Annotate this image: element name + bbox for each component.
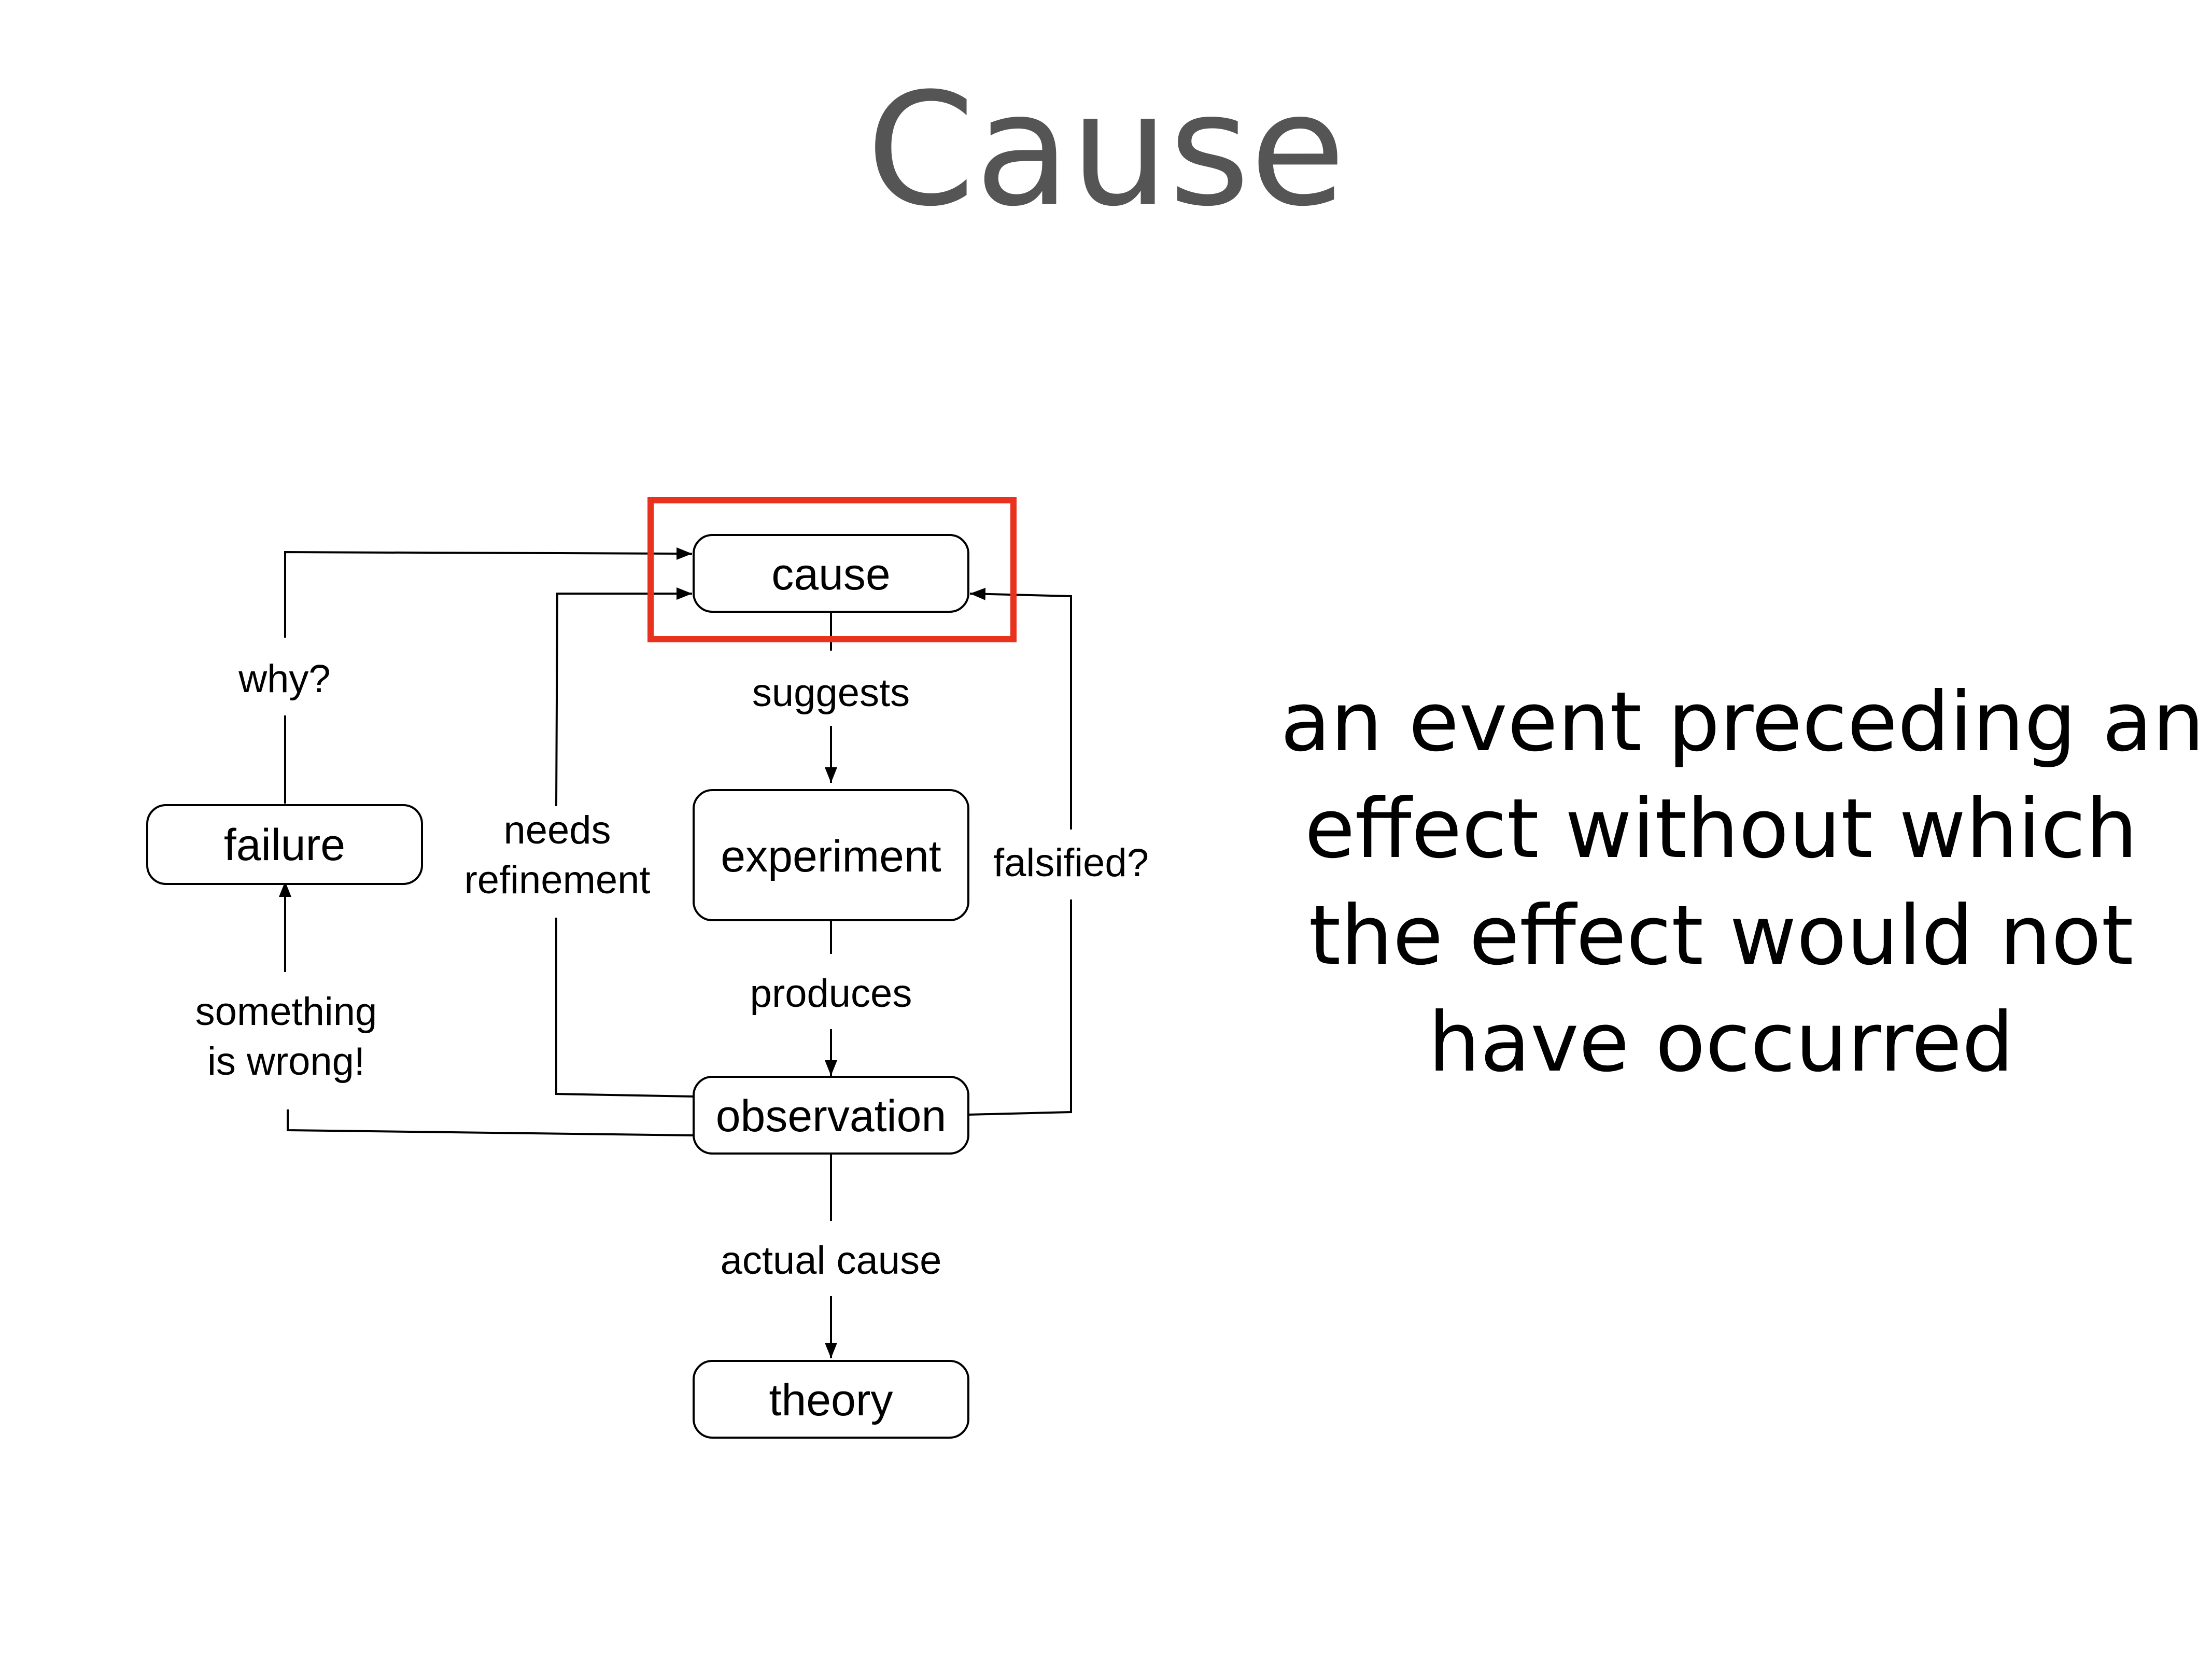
- node-observation-box: [693, 1076, 969, 1155]
- definition-text: an event preceding an effect without whi…: [1280, 669, 2205, 1096]
- edge-refinement-line-top: [555, 587, 692, 807]
- edge-why-line-top: [284, 547, 693, 638]
- node-cause-box: [693, 534, 969, 613]
- node-failure-label: failure: [224, 820, 345, 870]
- node-theory-box: [693, 1360, 969, 1439]
- node-theory-label: theory: [769, 1375, 893, 1425]
- edge-label-produces: produces: [750, 972, 912, 1016]
- edge-label-something: something: [195, 990, 377, 1034]
- node-experiment-box: [693, 789, 969, 921]
- edge-label-is-wrong: is wrong!: [207, 1039, 365, 1084]
- edge-label-falsified: falsified?: [993, 841, 1149, 885]
- edge-label-needs: needs: [503, 808, 611, 852]
- edge-label-actual-cause: actual cause: [721, 1239, 942, 1283]
- edge-label-refinement: refinement: [464, 858, 650, 902]
- edge-refinement-line-bottom: [555, 918, 694, 1098]
- nodes: [146, 534, 969, 1439]
- edge-falsified-line-top: [969, 587, 1072, 830]
- highlight-frame: [647, 497, 1017, 642]
- connectors: [279, 547, 1072, 1358]
- definition-line-4: have occurred: [1428, 995, 2014, 1090]
- edge-label-suggests: suggests: [752, 671, 910, 715]
- edge-label-why: why?: [238, 657, 330, 701]
- edge-something-wrong-line: [287, 1109, 694, 1136]
- slide-title: Cause: [866, 60, 1346, 241]
- node-experiment-label: experiment: [721, 832, 941, 881]
- node-observation-label: observation: [716, 1091, 947, 1141]
- edge-falsified-line-bottom: [968, 899, 1072, 1116]
- node-failure-box: [146, 804, 423, 885]
- node-cause-label: cause: [771, 550, 891, 599]
- definition-line-1: an event preceding an: [1280, 674, 2205, 770]
- definition-line-2: effect without which: [1304, 781, 2138, 877]
- definition-line-3: the effect would not: [1308, 888, 2134, 983]
